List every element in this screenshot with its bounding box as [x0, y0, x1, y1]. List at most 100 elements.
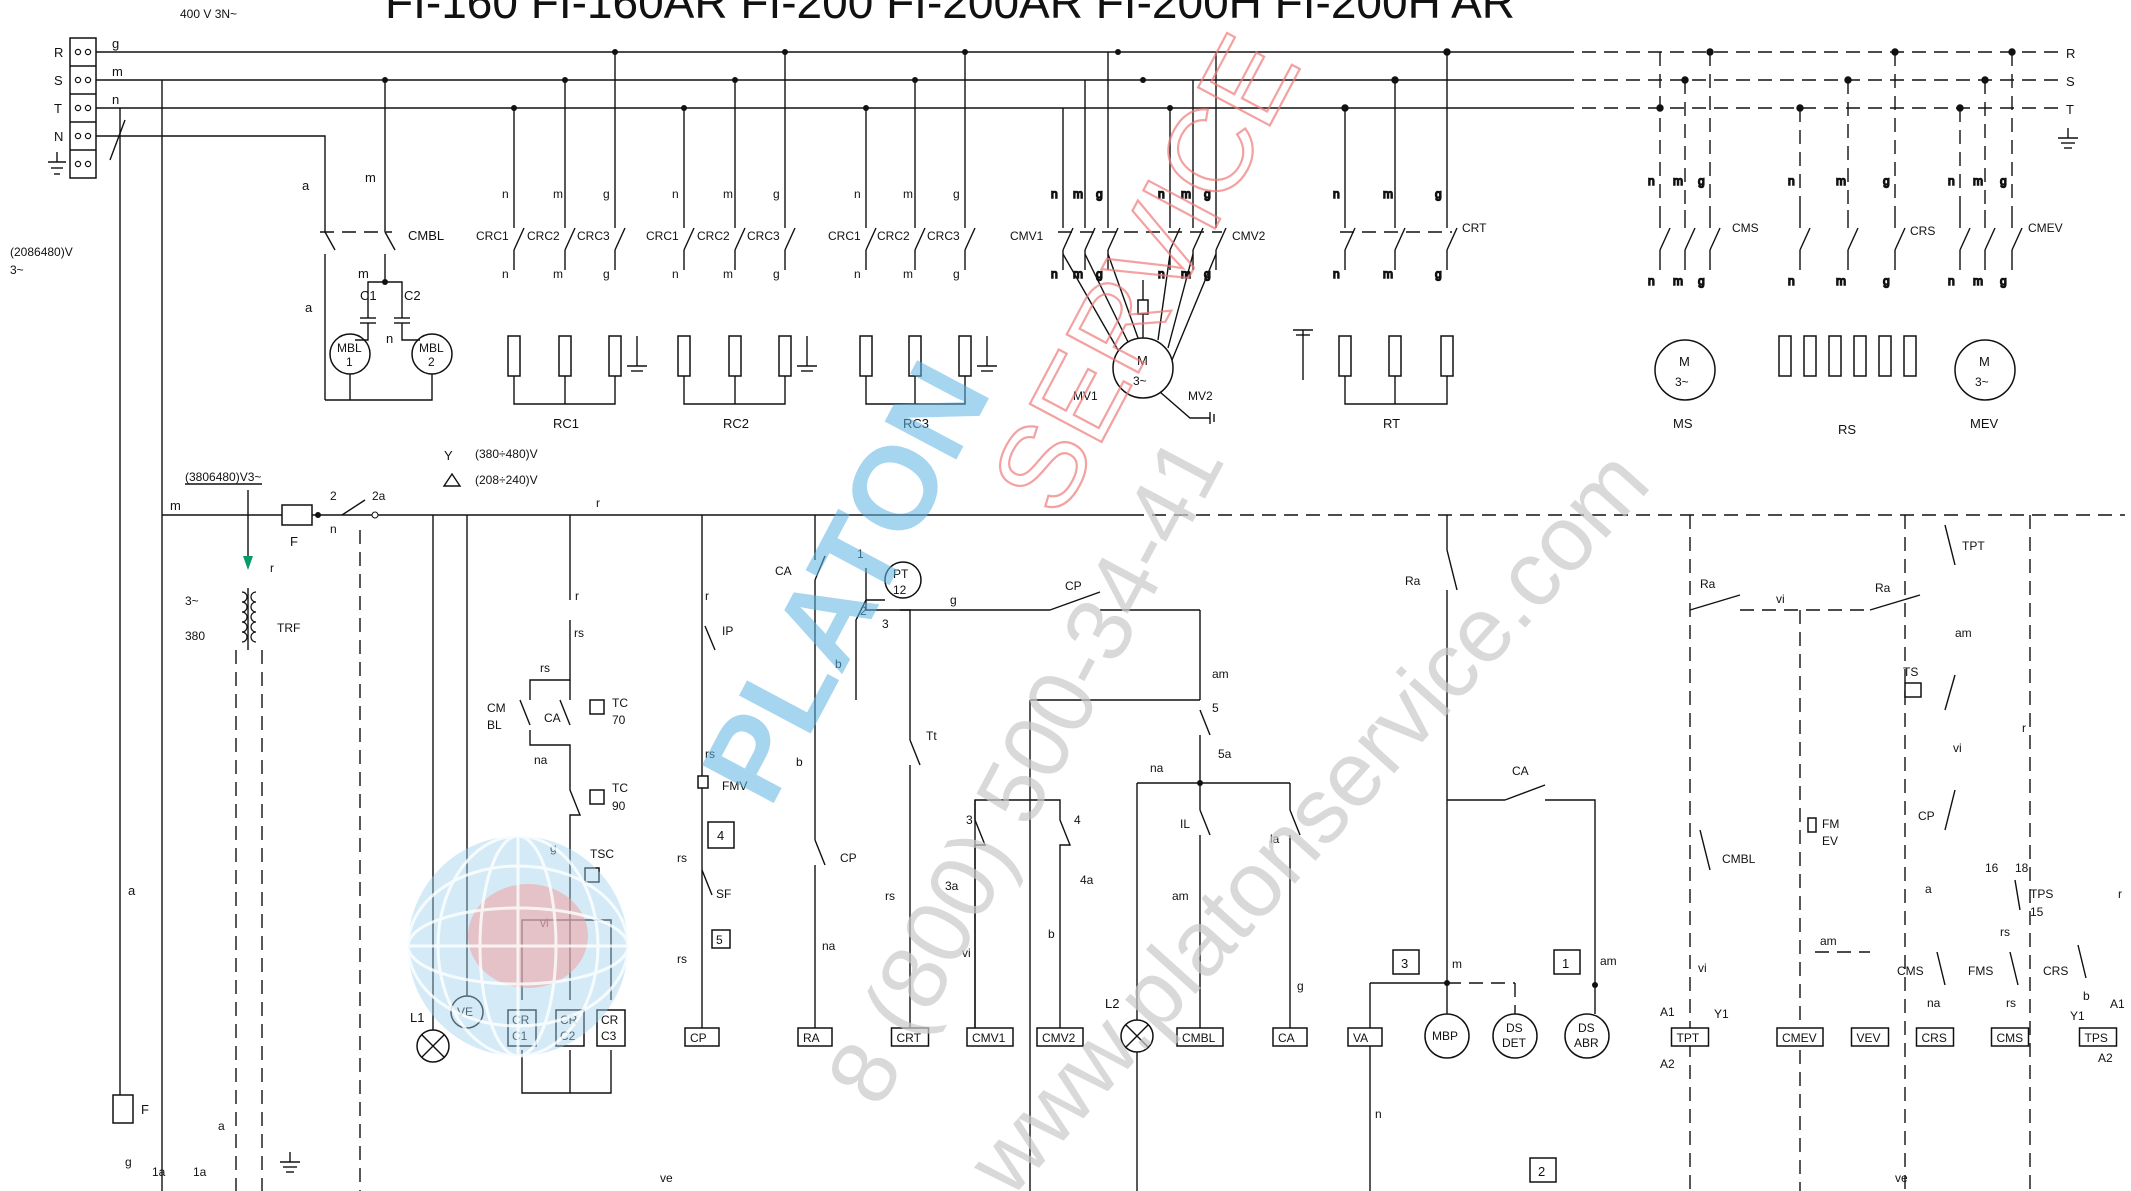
option-wire-lower: m: [1973, 274, 1983, 288]
pt-num-3: 3: [882, 617, 889, 631]
ds-det-det: DET: [1502, 1036, 1527, 1050]
main-buses: g m n R S T: [96, 36, 2078, 210]
crc-contact: [564, 227, 576, 251]
rc-wire-n: n: [854, 187, 861, 201]
coil-label-tps: TPS: [2085, 1031, 2108, 1045]
option-wire: g: [1698, 174, 1705, 188]
il-wire-am: am: [1172, 889, 1189, 903]
box-num-4: 4: [717, 828, 724, 843]
option-contact: [1659, 227, 1671, 251]
rc-wire-g: g: [953, 187, 960, 201]
net-wire-vi: vi: [962, 946, 971, 960]
option-wire-lower: m: [1836, 274, 1846, 288]
trf-phase: 3~: [185, 594, 199, 608]
rs-resistor: [1803, 335, 1817, 377]
return-wire-ve: ve: [660, 1171, 673, 1185]
rt-wire: g: [1435, 187, 1442, 201]
mev-motor-phase: 3~: [1975, 375, 1989, 389]
coil-vev: [1850, 1027, 1890, 1047]
option-wire-lower: n: [1648, 274, 1655, 288]
cmv-contact: [1215, 227, 1227, 251]
ds-det-ds: DS: [1506, 1021, 1523, 1035]
feed-wire-m: m: [170, 498, 181, 513]
pt-label: PT: [893, 567, 909, 581]
ms-motor-phase: 3~: [1675, 375, 1689, 389]
heater-element: [507, 335, 521, 377]
switch-wire-n: n: [330, 522, 337, 536]
tps-num-18: 18: [2015, 861, 2029, 875]
ca-branch-label: CA: [775, 564, 792, 578]
cmbl-aux-bl: BL: [487, 718, 502, 732]
crc-label-1: CRC1: [476, 229, 509, 243]
rc-wire-g: g: [773, 187, 780, 201]
right-return-ve: ve: [1895, 1171, 1908, 1185]
left-num-1a: 1a: [152, 1165, 166, 1179]
option-contact: [1894, 227, 1906, 251]
crc-label-3: CRC3: [927, 229, 960, 243]
right-bus-t: T: [2066, 102, 2074, 117]
heater-element: [958, 335, 972, 377]
option-wire: n: [1788, 174, 1795, 188]
coil-label-cmev: CMEV: [1782, 1031, 1817, 1045]
cmv-wire-lower: n: [1051, 267, 1058, 281]
rc-wire-lower-g: g: [953, 267, 960, 281]
tt-wire-rs: rs: [885, 889, 895, 903]
supply-voltage-label: 400 V 3N~: [180, 7, 237, 21]
crs-right-wire-b: b: [2083, 989, 2090, 1003]
ca-right-label: CA: [1512, 764, 1529, 778]
watermark-brand-platon: PLATON: [676, 342, 1015, 823]
coil-tpt: [1670, 1027, 1710, 1047]
mbp-wire-m: m: [1452, 957, 1462, 971]
crt-contact: [1394, 227, 1406, 251]
cp-lower-label: CP: [840, 851, 857, 865]
ca-wire-b: b: [835, 657, 842, 671]
c2-label: C2: [404, 288, 421, 303]
trf-wire-r: r: [270, 561, 274, 575]
coil-cmv1: [966, 1027, 1014, 1047]
coil-cr-1: [507, 1009, 537, 1047]
option-wire: n: [1948, 174, 1955, 188]
mid-wire-am: am: [1820, 934, 1837, 948]
mv1-label: MV1: [1073, 389, 1098, 403]
main-wire-r: r: [596, 496, 600, 510]
tc90-tc: TC: [612, 781, 628, 795]
rc-label-3: RC3: [903, 416, 929, 431]
diagram-title: FI-160 FI-160AR FI-200 FI-200AR FI-200H …: [385, 0, 1515, 28]
crs-right-label: CRS: [2043, 964, 2068, 978]
rc-wire-g: g: [603, 187, 610, 201]
rt-wire: m: [1383, 187, 1393, 201]
cmv-wire-lower: g: [1096, 267, 1103, 281]
net-wire-na: na: [1150, 761, 1164, 775]
rt-wire-lower: g: [1435, 267, 1442, 281]
watermark: PLATON SERVICE 8 (800) 500-34-41 www.pla…: [406, 14, 1668, 1191]
left-num-1a-b: 1a: [193, 1165, 207, 1179]
fan-motor-m: M: [1137, 353, 1148, 368]
crc-contact: [683, 227, 695, 251]
tc-wire-rs2: rs: [540, 661, 550, 675]
left-wire-a: a: [218, 1119, 225, 1133]
crc-contact: [614, 227, 626, 251]
tc-wire-na: na: [534, 753, 548, 767]
left-wire-g: g: [125, 1155, 132, 1169]
fmv-label: FMV: [722, 779, 747, 793]
rs-label: RS: [1838, 422, 1856, 437]
mv2-label: MV2: [1188, 389, 1213, 403]
ra-right-2: Ra: [1875, 581, 1891, 595]
tps-a2: A2: [2098, 1051, 2113, 1065]
tc70-tc: TC: [612, 696, 628, 710]
alt-phase-label: 3~: [10, 263, 24, 277]
rc-wire-m: m: [553, 187, 563, 201]
ca-aux-label: CA: [544, 711, 561, 725]
control-circuit: Y (380÷480)V (208÷240)V (3806480)V3~ m a…: [109, 80, 2125, 1191]
il-label: IL: [1180, 817, 1190, 831]
trf-label: TRF: [277, 621, 300, 635]
option-contact: [1959, 227, 1971, 251]
crt-contact: [1446, 227, 1458, 251]
rt-wire: n: [1333, 187, 1340, 201]
right-wire-r2: r: [2118, 887, 2122, 901]
cmbl-group: CMBL a m m a n C1 C2 MBL 1 MBL 2: [302, 77, 453, 401]
switch-num-2a: 2a: [372, 489, 386, 503]
bus-wire-g: g: [112, 36, 119, 51]
terminal-s: S: [54, 73, 63, 88]
